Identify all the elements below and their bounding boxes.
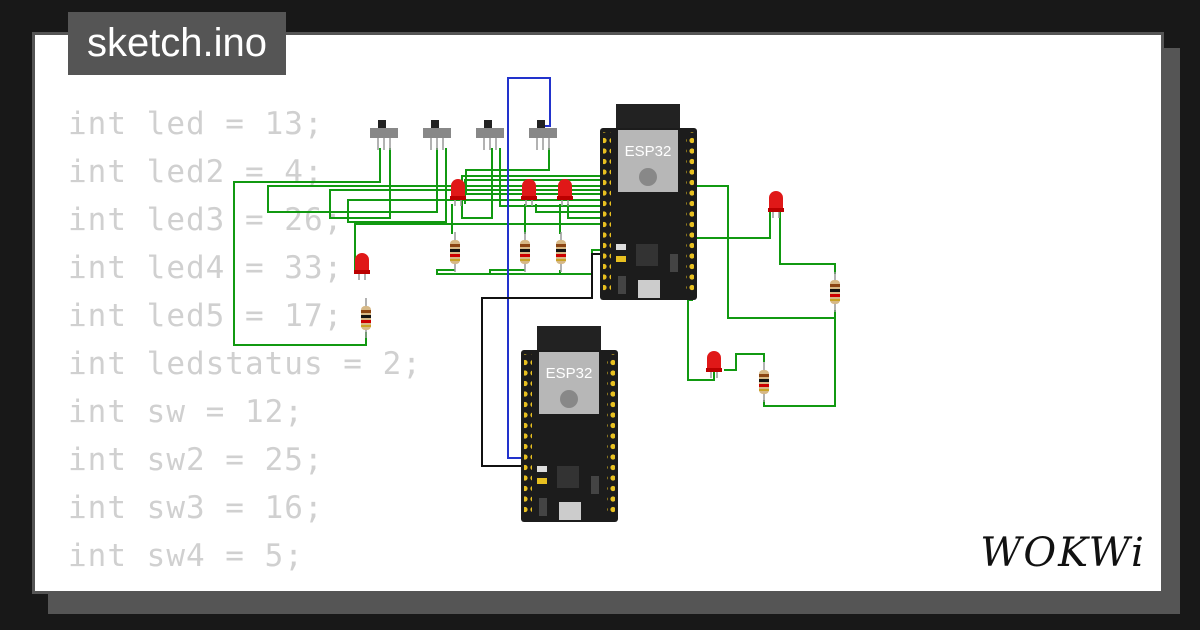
code-line: int sw3 = 16;: [68, 490, 324, 526]
led[interactable]: [706, 351, 722, 378]
led[interactable]: [521, 179, 537, 206]
green-wires: [233, 148, 836, 407]
code-line: int led = 13;: [68, 106, 324, 142]
slide-switch[interactable]: [423, 120, 451, 150]
code-line: int led5 = 17;: [68, 298, 344, 334]
file-tab[interactable]: sketch.ino: [68, 12, 286, 75]
code-line: int led4 = 33;: [68, 250, 344, 286]
esp32-board-label: ESP32: [625, 143, 672, 160]
resistor[interactable]: [759, 362, 769, 402]
resistor[interactable]: [450, 232, 460, 272]
usb-port-icon: [638, 280, 660, 298]
resistor[interactable]: [830, 272, 840, 312]
code-line: int led3 = 26;: [68, 202, 344, 238]
code-listing: int led = 13; int led2 = 4; int led3 = 2…: [68, 100, 422, 580]
esp32-board-label: ESP32: [546, 365, 593, 382]
resistor[interactable]: [520, 232, 530, 272]
led[interactable]: [768, 191, 784, 218]
wokwi-logo: WOKWi: [980, 530, 1146, 574]
espressif-logo-icon: [560, 390, 578, 408]
code-line: int led2 = 4;: [68, 154, 324, 190]
slide-switch[interactable]: [476, 120, 504, 150]
blue-wire: [507, 77, 551, 459]
esp32-board[interactable]: ESP32: [600, 104, 697, 300]
code-line: int sw2 = 25;: [68, 442, 324, 478]
led[interactable]: [557, 179, 573, 206]
code-line: int ledstatus = 2;: [68, 346, 422, 382]
black-wire: [481, 253, 605, 467]
esp32-board[interactable]: ESP32: [521, 326, 618, 522]
led[interactable]: [354, 253, 370, 280]
slide-switch[interactable]: [370, 120, 398, 150]
espressif-logo-icon: [639, 168, 657, 186]
wokwi-logo-text: WOKWi: [980, 530, 1146, 574]
code-line: int sw4 = 5;: [68, 538, 304, 574]
usb-port-icon: [559, 502, 581, 520]
code-line: int sw = 12;: [68, 394, 304, 430]
file-tab-label: sketch.ino: [86, 21, 268, 65]
led[interactable]: [450, 179, 466, 206]
resistor[interactable]: [556, 232, 566, 272]
resistor[interactable]: [361, 298, 371, 338]
slide-switch[interactable]: [529, 120, 557, 150]
